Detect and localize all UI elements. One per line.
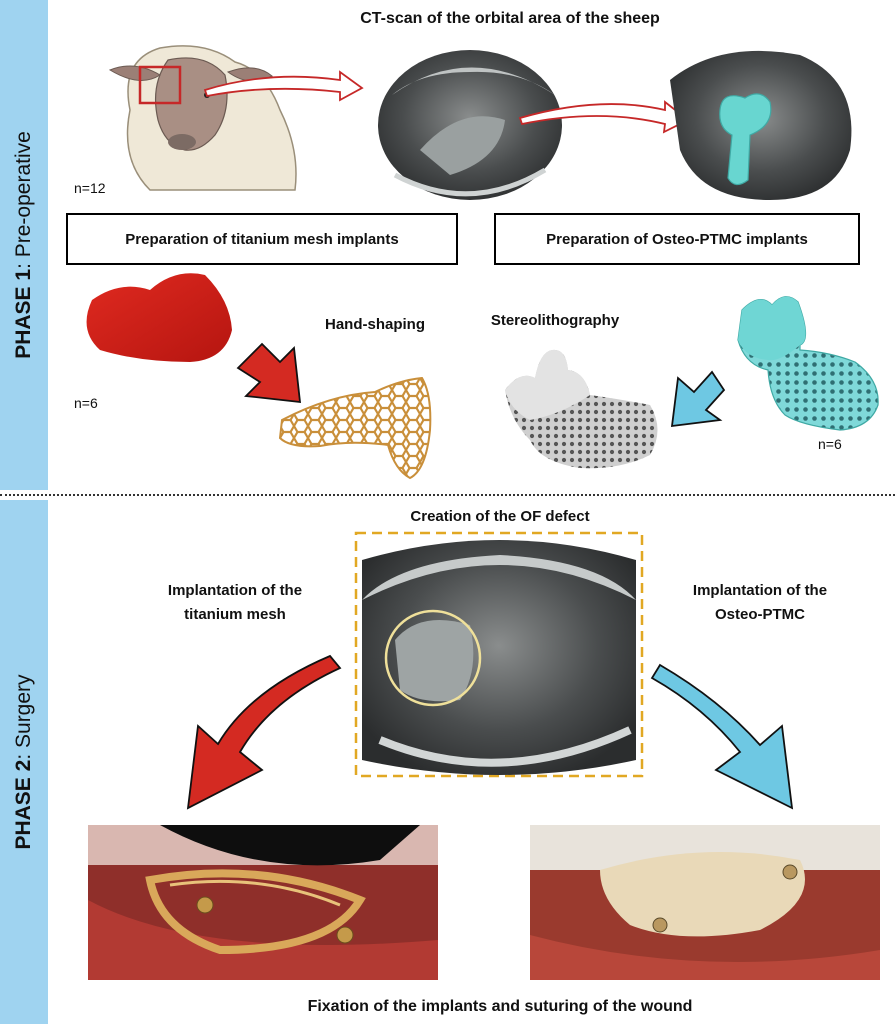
blue-solid-arrow-small [670,370,726,428]
phase-divider [0,494,895,496]
printed-osteo-implant [505,349,658,469]
phase1-band: PHASE 1: Pre-operative [0,0,48,490]
defect-circle [384,609,482,707]
titanium-prep-box: Preparation of titanium mesh implants [66,213,458,265]
phase2-band: PHASE 2: Surgery [0,500,48,1024]
sheep-illustration [108,45,297,191]
osteo-ptmc-model [737,296,879,431]
surgery-photo-osteo [530,825,880,980]
n-osteo: n=6 [818,436,842,452]
ct-title: CT-scan of the orbital area of the sheep [360,10,660,27]
surgery-photo-titanium [88,825,438,980]
red-solid-arrow-large [186,654,342,810]
footer-caption: Fixation of the implants and suturing of… [307,998,693,1015]
hand-shaping-label: Hand-shaping [325,316,425,333]
blue-solid-arrow-large [650,663,794,810]
red-solid-arrow-small [236,342,302,404]
red-outline-arrow-1 [203,70,364,102]
red-3d-model [86,273,232,362]
ct-scan-of-defect [362,540,636,775]
osteo-prep-box: Preparation of Osteo-PTMC implants [494,213,860,265]
n-titanium: n=6 [74,395,98,411]
ct-scan-orbit-2 [670,50,852,200]
of-defect-dashed-box [354,531,644,778]
titanium-mesh-implant [278,376,432,480]
ct-scan-orbit-1 [378,50,562,200]
of-defect-label: Creation of the OF defect [410,508,590,525]
n-sheep: n=12 [74,180,106,196]
red-outline-arrow-2 [518,100,690,134]
stereolithography-label: Stereolithography [490,312,620,329]
